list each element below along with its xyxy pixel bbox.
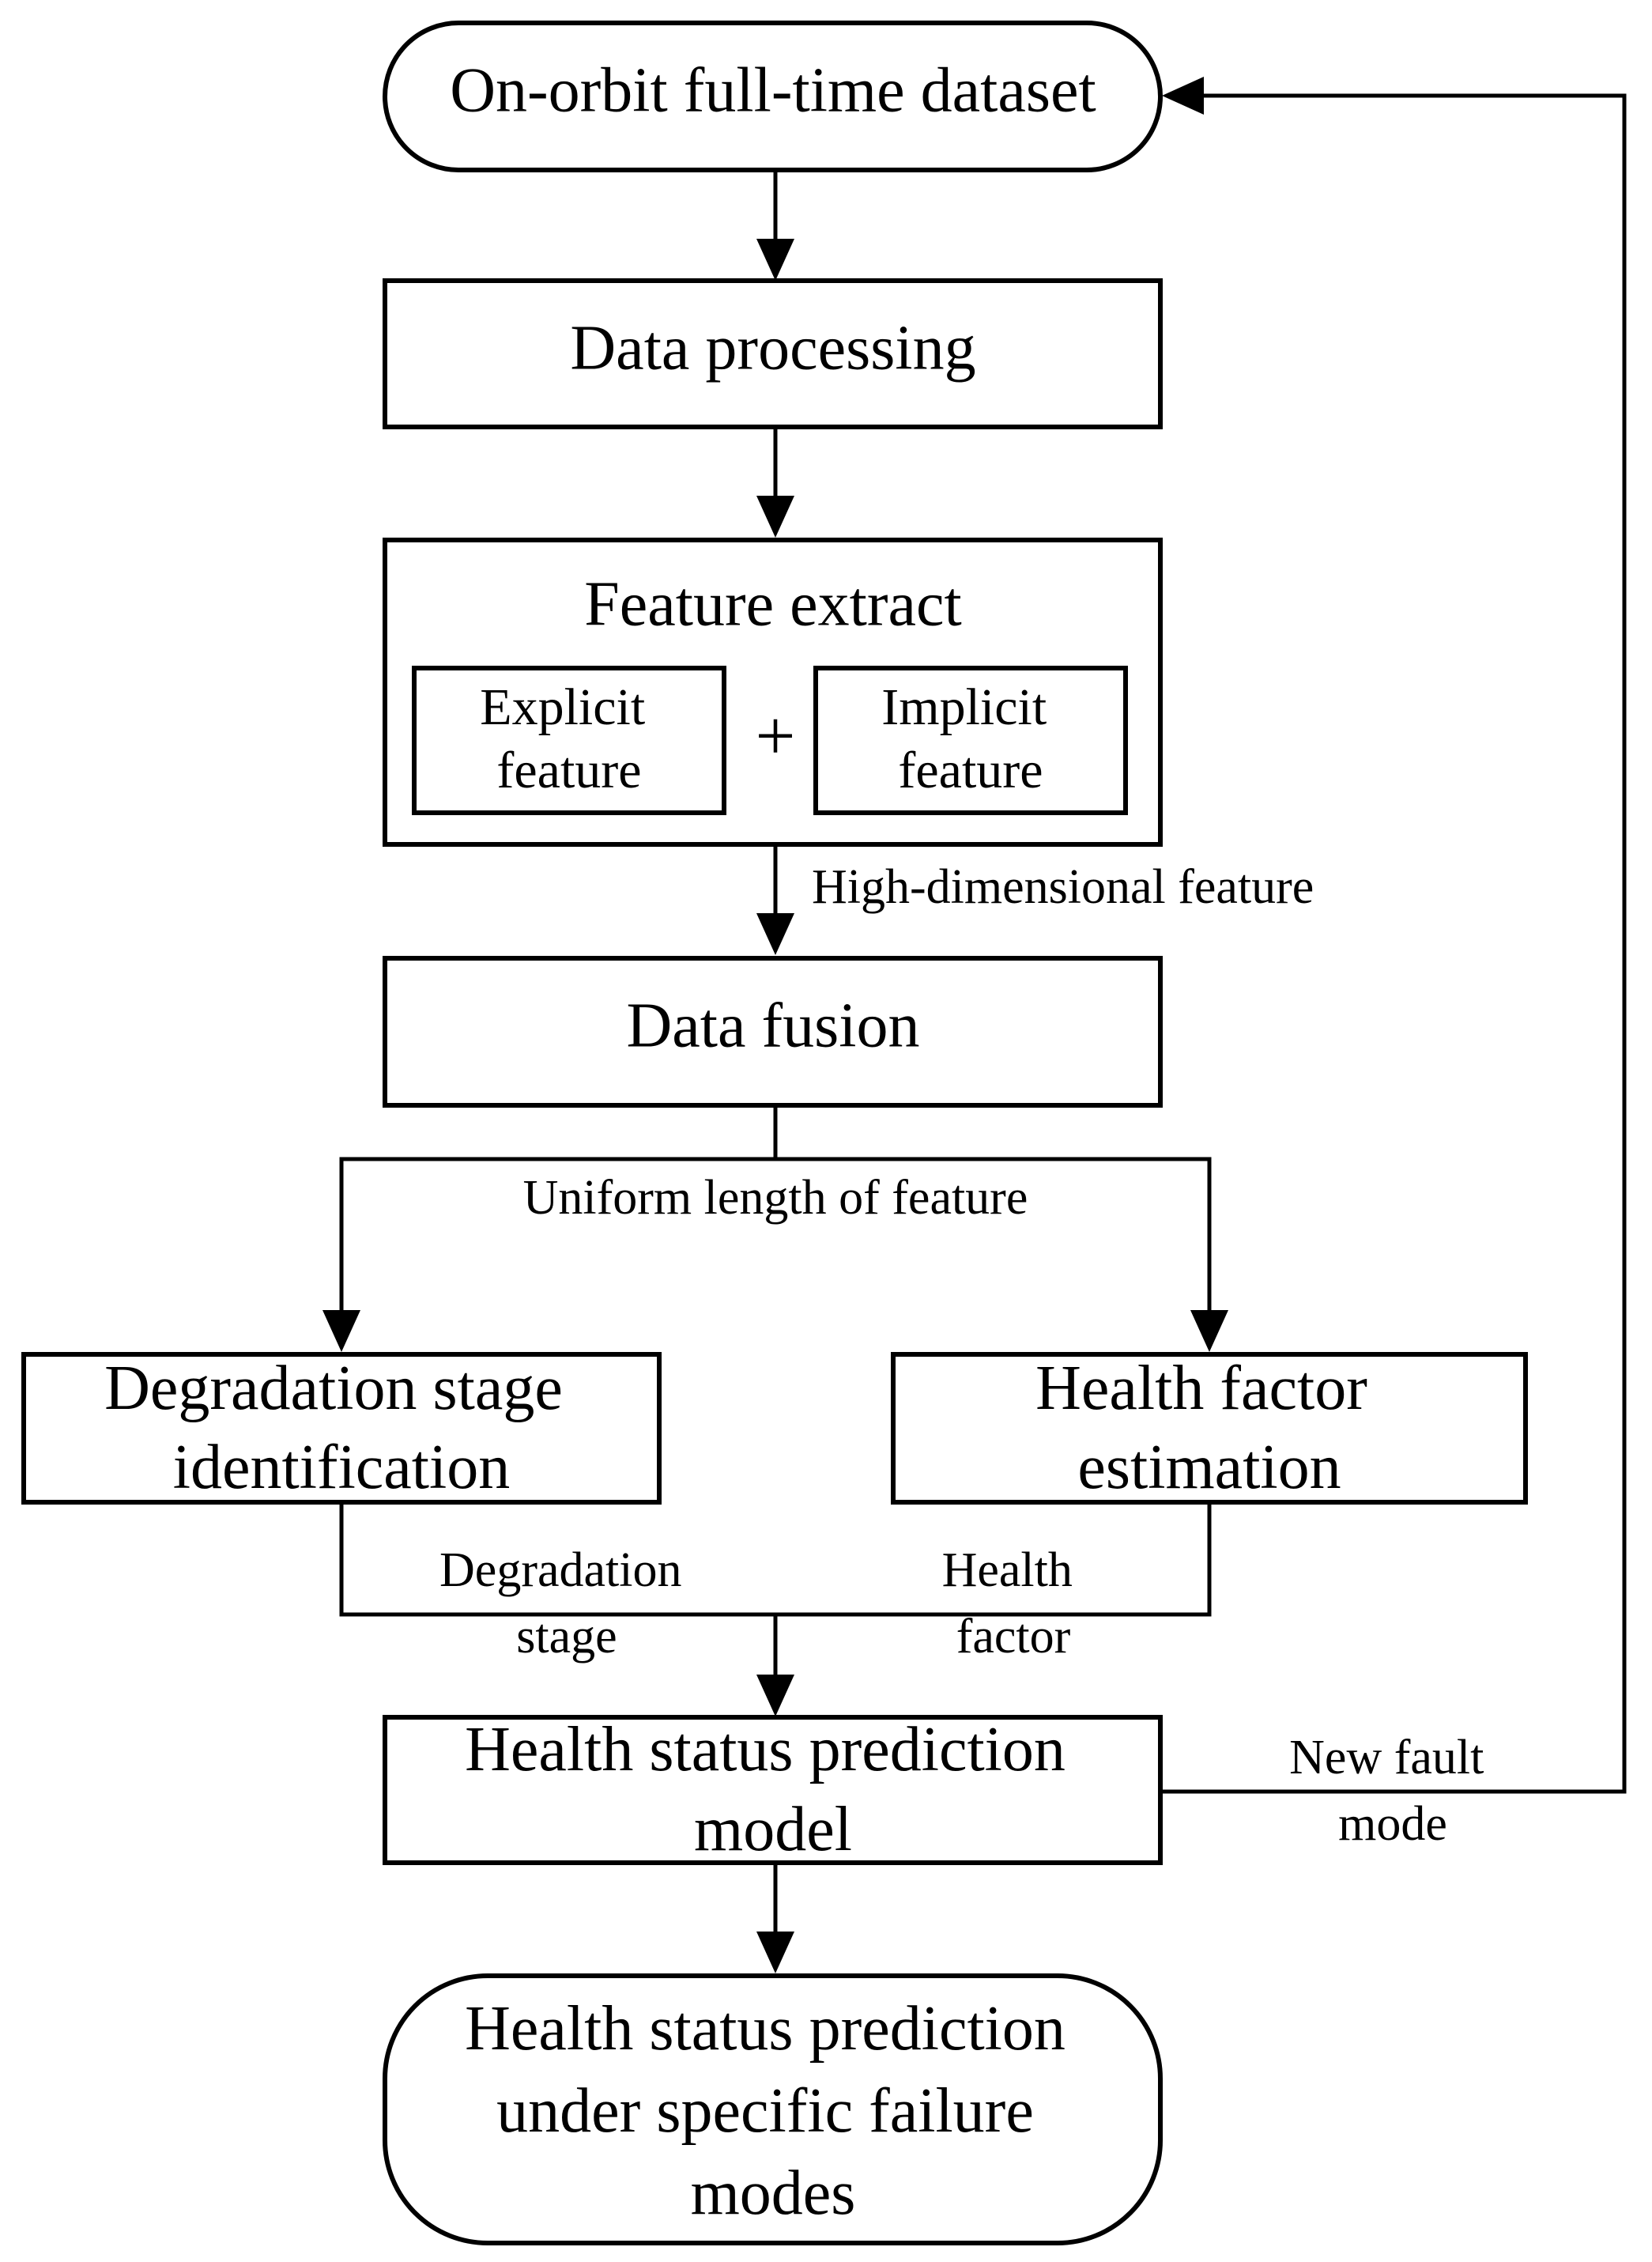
new-fault-line-1: New fault [1289,1731,1484,1784]
edge-feedback-loop [1160,93,1627,1794]
node-explicit-feature-label: Explicit feature [480,678,658,799]
node-fusion [383,956,1163,1108]
health-factor-line-2: factor [956,1610,1071,1663]
degradation-stage-line-1: Degradation [439,1543,681,1597]
arrowhead-to-result [756,1932,794,1973]
arrowhead-to-feature [756,496,794,538]
degradation-id-line-1: Degradation stage [104,1354,563,1423]
edge-split-bar [339,1157,1212,1312]
node-feature-extract-label: Feature extract [584,569,962,639]
prediction-model-line-1: Health status prediction [465,1715,1066,1784]
label-uniform-length: Uniform length of feature [523,1171,1028,1225]
node-prediction-result [383,1973,1163,2245]
node-processing [383,278,1163,429]
node-dataset-label: On-orbit full-time dataset [450,55,1096,125]
label-health-factor: Health factor [942,1543,1085,1663]
node-degradation-identification [21,1352,662,1505]
node-degradation-identification-label: Degradation stage identification [104,1354,579,1502]
label-high-dimensional-feature: High-dimensional feature [812,860,1314,914]
prediction-model-line-2: model [694,1795,852,1864]
health-factor-line-1: Health [942,1543,1073,1597]
arrowhead-to-fusion [756,913,794,955]
node-prediction-model-label: Health status prediction model [465,1715,1081,1864]
explicit-line-2: feature [496,742,641,799]
node-implicit-feature [813,666,1128,815]
node-explicit-feature [412,666,726,815]
node-prediction-model [383,1715,1163,1865]
node-prediction-result-label: Health status prediction under specific … [465,1994,1081,2228]
node-dataset [383,21,1163,172]
node-implicit-feature-label: Implicit feature [881,678,1059,799]
health-factor-est-line-2: estimation [1077,1433,1341,1502]
degradation-id-line-2: identification [173,1433,511,1502]
new-fault-line-2: mode [1338,1797,1447,1851]
degradation-stage-line-2: stage [516,1610,617,1663]
implicit-line-1: Implicit [881,678,1047,736]
health-factor-est-line-1: Health factor [1035,1354,1367,1423]
node-health-factor-estimation [891,1352,1528,1505]
arrowhead-to-model [756,1675,794,1716]
arrowhead-to-degradation [322,1310,360,1352]
node-health-factor-estimation-label: Health factor estimation [1035,1354,1383,1502]
arrowhead-to-dataset [1162,77,1204,115]
node-processing-label: Data processing [570,313,975,383]
prediction-result-line-1: Health status prediction [465,1994,1066,2064]
plus-sign: + [756,697,796,776]
arrowhead-to-processing [756,239,794,281]
prediction-result-line-3: modes [691,2158,856,2228]
label-degradation-stage: Degradation stage [439,1543,694,1663]
implicit-line-2: feature [898,742,1043,799]
prediction-result-line-2: under specific failure [496,2076,1034,2146]
arrowhead-to-health-factor [1190,1310,1228,1352]
node-fusion-label: Data fusion [626,991,919,1060]
explicit-line-1: Explicit [480,678,645,736]
label-new-fault-mode: New fault mode [1289,1731,1496,1851]
